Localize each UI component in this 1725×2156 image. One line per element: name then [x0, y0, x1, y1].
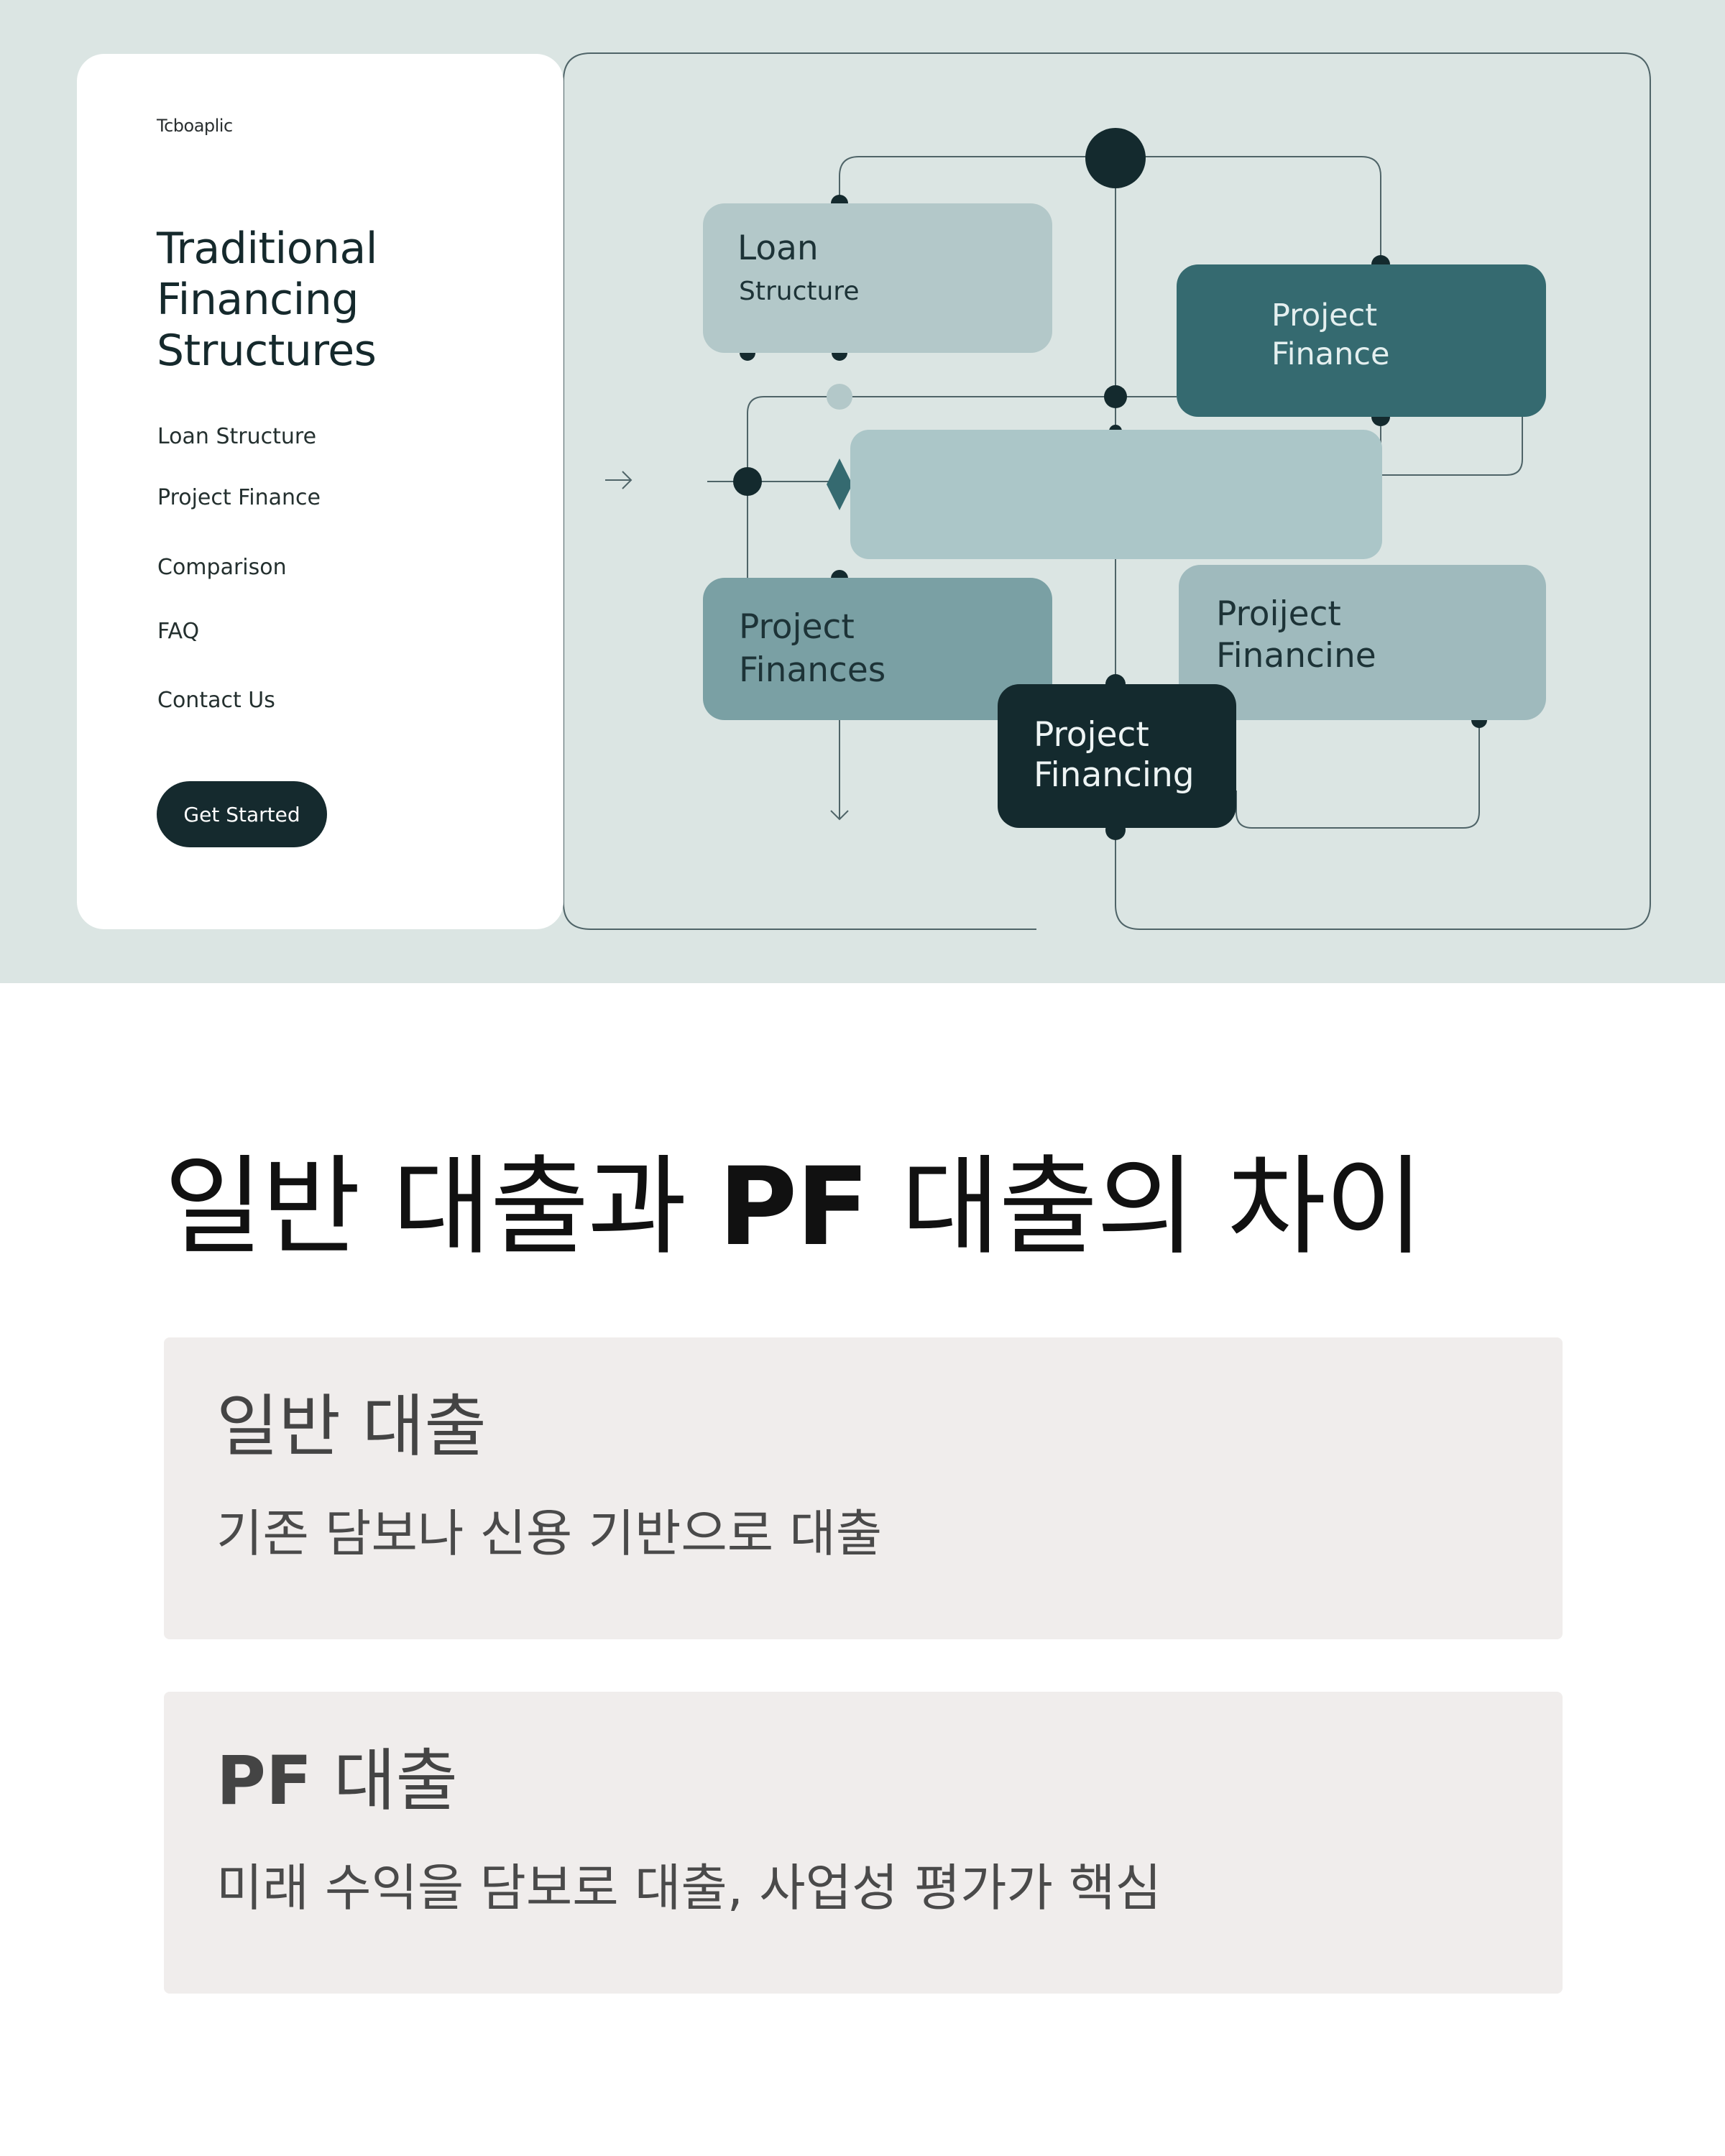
- nav-item-comparison[interactable]: Comparison: [157, 555, 287, 580]
- brand-logo[interactable]: Tcboaplic: [157, 116, 233, 136]
- node-label-line1: Proiject: [1216, 594, 1341, 634]
- flow-diagram: [563, 52, 1651, 930]
- title-line: Traditional: [157, 224, 377, 274]
- diagram-frame: [591, 52, 1651, 930]
- nav-item-contact-us[interactable]: Contact Us: [157, 688, 275, 713]
- card-title: 일반 대출: [216, 1388, 487, 1467]
- diagram-node-loan-structure: Loan Structure: [703, 203, 1052, 353]
- node-label-line2: Finances: [739, 650, 886, 690]
- comparison-card-pf-loan: PF 대출 미래 수익을 담보로 대출, 사업성 평가가 핵심: [164, 1692, 1563, 1994]
- heading-text: 대출의 차이: [868, 1145, 1424, 1270]
- hero-illustration: Loan Structure Project Finance Project F…: [0, 0, 1725, 983]
- node-label-line1: Project: [1034, 715, 1149, 755]
- get-started-button[interactable]: Get Started: [157, 781, 327, 847]
- arrow-right-icon: [605, 471, 632, 489]
- arrow-down-icon: [830, 798, 849, 821]
- node-label-line2: Finance: [1271, 336, 1390, 372]
- side-card-title: Traditional Financing Structures: [157, 224, 530, 377]
- comparison-card-general-loan: 일반 대출 기존 담보나 신용 기반으로 대출: [164, 1337, 1563, 1639]
- node-label-line1: Loan: [737, 229, 819, 268]
- title-line: Financing: [157, 275, 359, 325]
- title-line: Structures: [157, 326, 377, 376]
- diagram-node-center: [850, 430, 1382, 559]
- node-label-line2: Financing: [1034, 755, 1195, 795]
- node-label-line2: Structure: [739, 277, 860, 306]
- node-label-line1: Project: [1271, 298, 1378, 333]
- card-title-text: 대출: [312, 1742, 458, 1820]
- heading-bold-text: PF: [718, 1145, 869, 1270]
- diamond-node: [827, 459, 852, 510]
- heading-text: 일반 대출과: [164, 1145, 719, 1270]
- card-title-text: 일반 대출: [216, 1388, 487, 1466]
- nav-item-project-finance[interactable]: Project Finance: [157, 485, 321, 510]
- top-hub-dot: [1085, 128, 1146, 188]
- diagram-frame-left: [563, 52, 1036, 930]
- nav-item-faq[interactable]: FAQ: [157, 619, 200, 644]
- card-title-bold: PF: [216, 1742, 313, 1820]
- diagram-node-project-finance: Project Finance: [1177, 264, 1546, 417]
- diagram-node-project-financine: Proiject Financine: [1179, 565, 1546, 720]
- nav-item-loan-structure[interactable]: Loan Structure: [157, 424, 317, 449]
- card-description: 미래 수익을 담보로 대출, 사업성 평가가 핵심: [216, 1858, 1162, 1917]
- card-description: 기존 담보나 신용 기반으로 대출: [216, 1504, 883, 1563]
- card-title: PF 대출: [216, 1742, 458, 1821]
- side-nav-card: Tcboaplic Traditional Financing Structur…: [77, 54, 564, 929]
- page-heading: 일반 대출과 PF 대출의 차이: [164, 1143, 1424, 1272]
- diagram-node-project-financing: Project Financing: [998, 684, 1236, 828]
- node-label-line1: Project: [739, 607, 855, 647]
- diagram-node-project-finances: Project Finances: [703, 578, 1052, 720]
- node-label-line2: Financine: [1216, 636, 1376, 676]
